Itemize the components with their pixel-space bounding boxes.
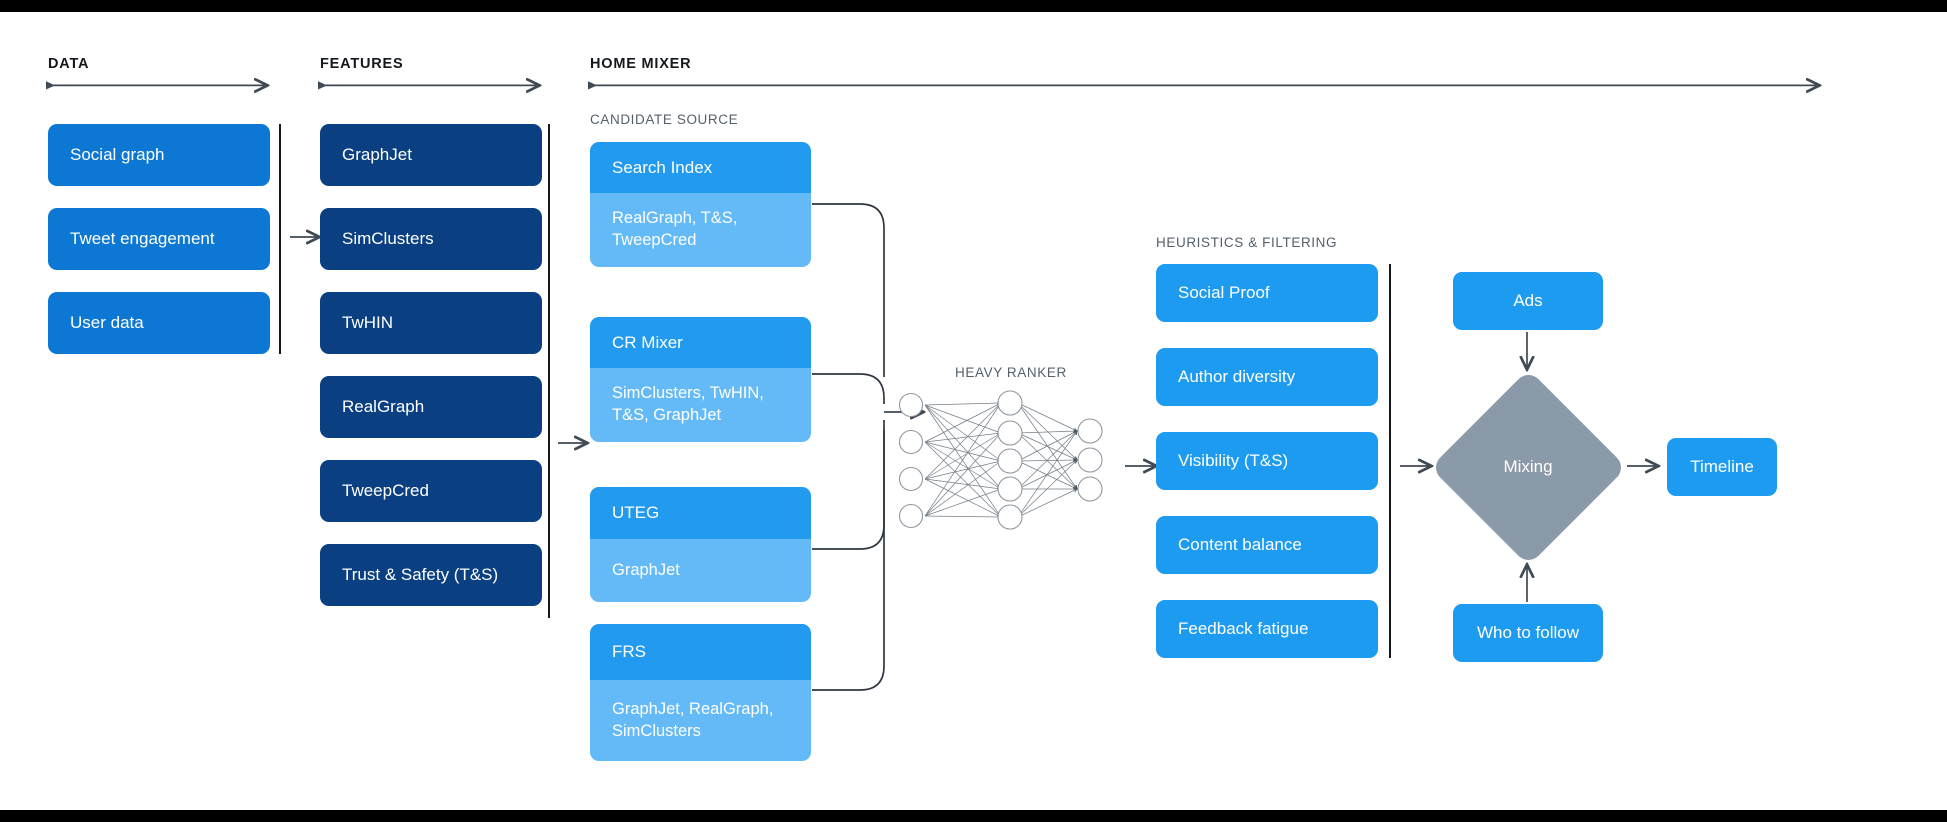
heuristic-node-author-diversity[interactable]: Author diversity <box>1156 348 1378 406</box>
feature-node-label: TwHIN <box>342 313 393 333</box>
data-node-social-graph[interactable]: Social graph <box>48 124 270 186</box>
heuristic-node-content-balance[interactable]: Content balance <box>1156 516 1378 574</box>
section-title-data: DATA <box>48 56 90 72</box>
divider-heuristics-mixing <box>1389 264 1391 658</box>
heavy-ranker-neural-network <box>898 390 1103 530</box>
heuristic-node-label: Social Proof <box>1178 283 1270 303</box>
timeline-label: Timeline <box>1690 457 1754 477</box>
arrow-data-to-features <box>290 231 328 245</box>
features-section-arrow <box>318 80 548 96</box>
candidate-source-features: RealGraph, T&S, TweepCred <box>590 193 811 267</box>
mixing-input-who-to-follow[interactable]: Who to follow <box>1453 604 1603 662</box>
feature-node-label: GraphJet <box>342 145 412 165</box>
data-node-label: Social graph <box>70 145 165 165</box>
heuristic-node-social-proof[interactable]: Social Proof <box>1156 264 1378 322</box>
arrow-ads-to-mixing <box>1520 332 1536 378</box>
feature-node-label: Trust & Safety (T&S) <box>342 565 499 585</box>
heuristic-node-label: Visibility (T&S) <box>1178 451 1289 471</box>
data-node-user-data[interactable]: User data <box>48 292 270 354</box>
mixing-label: Mixing <box>1503 457 1553 476</box>
feature-node-simclusters[interactable]: SimClusters <box>320 208 542 270</box>
arrow-mixing-to-timeline <box>1627 460 1667 474</box>
arrow-ranker-to-heuristics <box>1125 460 1165 474</box>
mixing-diamond[interactable]: Mixing <box>1429 368 1627 566</box>
heuristic-node-label: Author diversity <box>1178 367 1296 387</box>
data-section-arrow <box>46 80 276 96</box>
candidate-source-name: FRS <box>590 624 811 680</box>
arrow-heuristics-to-mixing <box>1400 460 1440 474</box>
section-title-heavy-ranker: HEAVY RANKER <box>955 365 1067 380</box>
output-node-timeline[interactable]: Timeline <box>1667 438 1777 496</box>
candidate-source-features: GraphJet, RealGraph, SimClusters <box>590 680 811 761</box>
data-node-label: Tweet engagement <box>70 229 215 249</box>
candidate-source-card-search-index[interactable]: Search Index RealGraph, T&S, TweepCred <box>590 142 811 267</box>
candidate-source-features: SimClusters, TwHIN, T&S, GraphJet <box>590 368 811 442</box>
candidate-source-card-uteg[interactable]: UTEG GraphJet <box>590 487 811 602</box>
candidate-source-card-frs[interactable]: FRS GraphJet, RealGraph, SimClusters <box>590 624 811 761</box>
arrow-who-to-follow-to-mixing <box>1520 562 1536 602</box>
heuristic-node-feedback-fatigue[interactable]: Feedback fatigue <box>1156 600 1378 658</box>
feature-node-label: RealGraph <box>342 397 425 417</box>
mixing-input-ads[interactable]: Ads <box>1453 272 1603 330</box>
heuristic-node-label: Content balance <box>1178 535 1302 555</box>
feature-node-realgraph[interactable]: RealGraph <box>320 376 542 438</box>
ads-label: Ads <box>1513 291 1543 311</box>
divider-data-features <box>279 124 281 354</box>
candidate-source-name: UTEG <box>590 487 811 539</box>
feature-node-graphjet[interactable]: GraphJet <box>320 124 542 186</box>
feature-node-label: SimClusters <box>342 229 434 249</box>
candidate-source-name: Search Index <box>590 142 811 193</box>
feature-node-tweepcred[interactable]: TweepCred <box>320 460 542 522</box>
data-node-tweet-engagement[interactable]: Tweet engagement <box>48 208 270 270</box>
feature-node-twhin[interactable]: TwHIN <box>320 292 542 354</box>
feature-node-trust-safety[interactable]: Trust & Safety (T&S) <box>320 544 542 606</box>
candidate-source-card-cr-mixer[interactable]: CR Mixer SimClusters, TwHIN, T&S, GraphJ… <box>590 317 811 442</box>
heuristic-node-visibility[interactable]: Visibility (T&S) <box>1156 432 1378 490</box>
arrow-features-to-candidate-source <box>558 437 596 451</box>
data-node-label: User data <box>70 313 144 333</box>
section-title-features: FEATURES <box>320 56 404 72</box>
feature-node-label: TweepCred <box>342 481 429 501</box>
section-title-candidate-source: CANDIDATE SOURCE <box>590 112 739 127</box>
candidate-source-features: GraphJet <box>590 539 811 602</box>
candidate-source-name: CR Mixer <box>590 317 811 368</box>
who-to-follow-label: Who to follow <box>1476 623 1580 643</box>
heuristic-node-label: Feedback fatigue <box>1178 619 1309 639</box>
divider-features-homemixer <box>548 124 550 618</box>
section-title-home-mixer: HOME MIXER <box>590 56 692 72</box>
diagram-stage: DATA Social graph Tweet engagement User … <box>0 12 1947 810</box>
section-title-heuristics: HEURISTICS & FILTERING <box>1156 235 1338 250</box>
home-mixer-section-arrow <box>588 80 1828 96</box>
